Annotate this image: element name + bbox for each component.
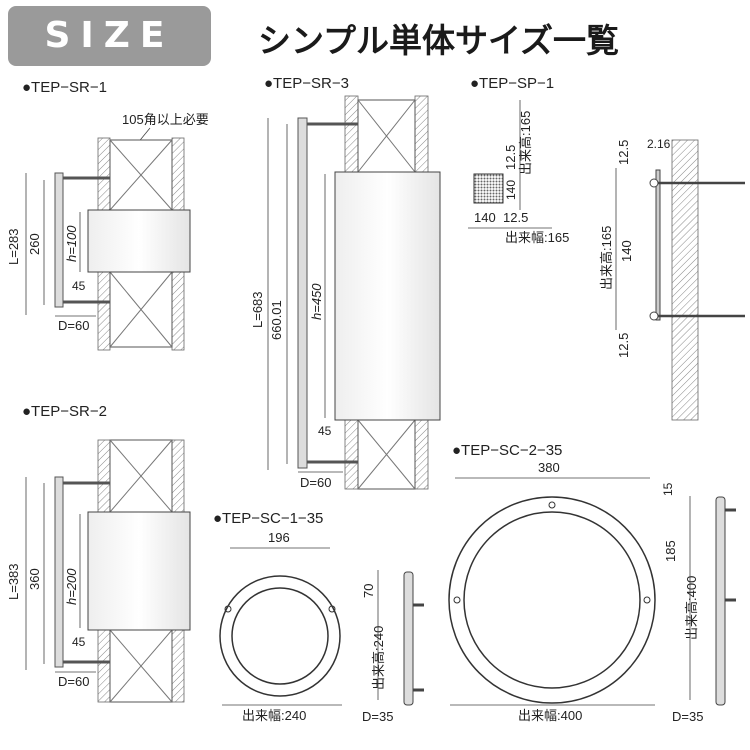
sr1-inner: 260	[27, 233, 42, 255]
sc1-dia: 196	[268, 530, 290, 545]
tep-sr-2-label: ●TEP−SR−2	[22, 403, 107, 420]
sr2-inner: 360	[27, 568, 42, 590]
sc1-top: 70	[361, 584, 376, 598]
sp1-w-margin: 12.5	[503, 210, 528, 225]
sp1-side-bottom: 12.5	[616, 333, 631, 358]
sr3-D: D=60	[300, 475, 331, 490]
tep-sr-1: ●TEP−SR−1 105角以上必要 L=283 260 h=100 45 D=…	[6, 79, 209, 351]
sr2-D: D=60	[58, 674, 89, 689]
sc2-width: 出来幅:400	[518, 708, 582, 723]
sr1-L: L=283	[6, 228, 21, 265]
tep-sr-3: ●TEP−SR−3 L=683 660.01 h=450 45 D=60	[250, 75, 441, 490]
tep-sp-1-side: 2.16 12.5 出来高:165 140 12.5	[599, 137, 745, 421]
tep-sp-1: ●TEP−SP−1 12.5 出来高:165 140 140 12.5 出来幅:…	[468, 75, 569, 245]
sr3-inner: 660.01	[269, 300, 284, 340]
sr2-h: h=200	[64, 568, 79, 605]
tep-sc-2-35: ●TEP−SC−2−35 380 出来幅:400 15 185 出来高:400 …	[448, 442, 736, 724]
sc2-top: 15	[661, 482, 675, 496]
tep-sc-2-label: ●TEP−SC−2−35	[452, 442, 562, 459]
tep-sr-1-label: ●TEP−SR−1	[22, 79, 107, 96]
size-badge: SIZE	[8, 6, 211, 66]
sp1-side-top: 12.5	[616, 140, 631, 165]
sc1-height: 出来高:240	[371, 626, 386, 690]
sc2-mid: 185	[663, 540, 678, 562]
sp1-w-plate: 140	[474, 210, 496, 225]
sp1-h-total: 出来高:165	[518, 111, 533, 175]
tep-sr-1-note: 105角以上必要	[122, 112, 209, 127]
tep-sr-3-label: ●TEP−SR−3	[264, 75, 349, 92]
sr3-h: h=450	[309, 283, 324, 320]
sr1-h: h=100	[64, 225, 79, 262]
sp1-h-plate: 140	[504, 180, 518, 200]
sc2-height: 出来高:400	[684, 576, 699, 640]
sp1-w-total: 出来幅:165	[505, 230, 569, 245]
sc2-dia: 380	[538, 460, 560, 475]
sc1-D: D=35	[362, 709, 393, 724]
tep-sc-1-label: ●TEP−SC−1−35	[213, 510, 323, 527]
sr3-L: L=683	[250, 291, 265, 328]
sp1-side-mid: 140	[619, 240, 634, 262]
sr2-offset: 45	[72, 635, 86, 649]
sr2-L: L=383	[6, 563, 21, 600]
sr3-offset: 45	[318, 424, 332, 438]
tep-sp-1-label: ●TEP−SP−1	[470, 75, 554, 92]
tep-sc-1-35: ●TEP−SC−1−35 196 出来幅:240 70 出来高:240 D=35	[213, 510, 424, 724]
sr1-D: D=60	[58, 318, 89, 333]
sp1-h-top: 12.5	[503, 145, 518, 170]
sr1-offset: 45	[72, 279, 86, 293]
sp1-side-total: 出来高:165	[599, 226, 614, 290]
sc2-D: D=35	[672, 709, 703, 724]
sc1-width: 出来幅:240	[242, 708, 306, 723]
tep-sr-2: ●TEP−SR−2 L=383 360 h=200 45 D=60	[6, 403, 191, 703]
page-title: シンプル単体サイズ一覧	[258, 21, 620, 60]
sp1-side-depth: 2.16	[647, 137, 671, 151]
